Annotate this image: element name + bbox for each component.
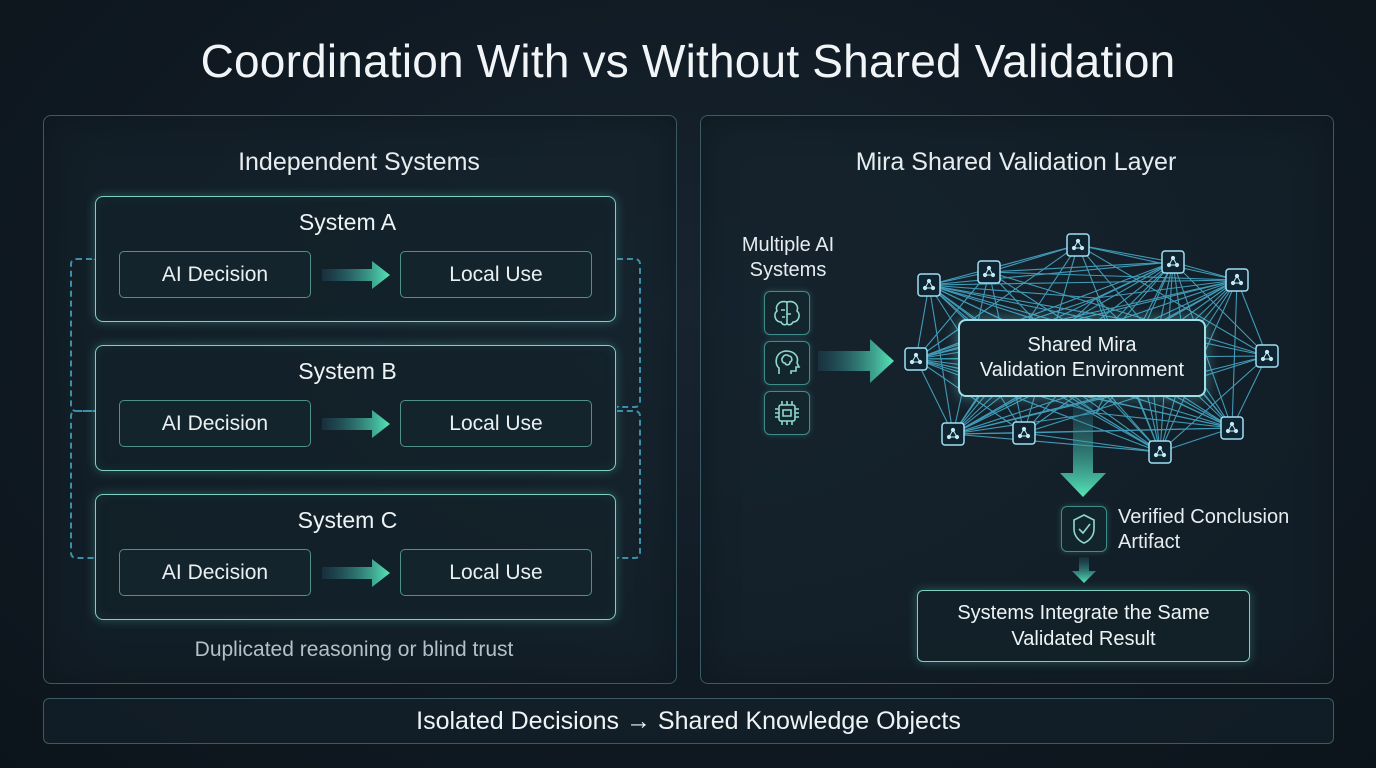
local-use-box: Local Use: [400, 251, 592, 298]
network-link: [928, 284, 1047, 324]
network-link: [988, 271, 1268, 357]
left-panel-title: Independent Systems: [238, 148, 480, 176]
verified-label-line: Verified Conclusion: [1118, 506, 1290, 528]
dashed-connector-left: [70, 410, 96, 559]
page-title: Coordination With vs Without Shared Vali…: [200, 35, 1176, 87]
network-link: [1095, 279, 1238, 299]
footer-banner: Isolated Decisions → Shared Knowledge Ob…: [43, 698, 1334, 744]
network-link: [1231, 279, 1238, 429]
local-use-box: Local Use: [400, 549, 592, 596]
network-link: [1095, 412, 1233, 429]
network-link: [928, 244, 1079, 286]
ai-decision-box: AI Decision: [119, 251, 311, 298]
network-link: [915, 358, 1161, 453]
ai-decision-box: AI Decision: [119, 549, 311, 596]
arrow-down-icon: [1060, 403, 1106, 497]
network-link: [915, 284, 930, 360]
network-link: [1172, 261, 1268, 357]
validation-network: [904, 233, 1279, 464]
network-link: [928, 284, 1147, 324]
result-label-line: Validated Result: [1011, 628, 1156, 650]
network-link: [988, 261, 1174, 273]
network-link: [915, 244, 1079, 360]
local-use-box: Local Use: [400, 400, 592, 447]
system-label: System A: [298, 209, 397, 235]
network-link: [1077, 244, 1174, 263]
arrow-right-icon: [818, 339, 894, 383]
network-node-icon: [1066, 233, 1090, 257]
arrow-right-icon: [322, 559, 390, 587]
network-link: [952, 432, 1025, 435]
network-link: [1045, 387, 1161, 453]
verified-label: Verified Conclusion Artifact: [1118, 505, 1328, 555]
system-label: System B: [298, 358, 397, 384]
brain-icon: [764, 291, 810, 335]
network-node-icon: [1225, 268, 1249, 292]
multiple-ai-label-line: Multiple AI: [741, 234, 835, 256]
network-link: [1095, 261, 1174, 299]
network-node-icon: [1148, 440, 1172, 464]
network-link: [1159, 427, 1233, 453]
network-link: [928, 284, 954, 435]
head-brain-icon: [764, 341, 810, 385]
network-link: [928, 284, 1097, 299]
ai-decision-box: AI Decision: [119, 400, 311, 447]
verified-artifact-icon: [1061, 506, 1107, 552]
arrow-right-icon: [322, 261, 390, 289]
network-node-icon: [1012, 421, 1036, 445]
shared-validation-environment: Shared Mira Validation Environment: [958, 319, 1206, 397]
verified-label-line: Artifact: [1118, 531, 1181, 553]
network-link: [928, 279, 1238, 286]
multiple-ai-label: Multiple AI Systems: [718, 233, 858, 283]
arrow-right-icon: [322, 410, 390, 438]
right-panel-title: Mira Shared Validation Layer: [855, 148, 1177, 176]
system-label: System C: [297, 507, 398, 533]
network-link: [1145, 279, 1238, 324]
arrow-down-icon: [1072, 557, 1096, 583]
network-node-icon: [904, 347, 928, 371]
env-label-line: Shared Mira: [1027, 334, 1137, 356]
network-node-icon: [1220, 416, 1244, 440]
dashed-connector-right: [617, 410, 641, 559]
env-label-line: Validation Environment: [979, 359, 1185, 381]
network-link: [915, 271, 990, 360]
network-node-icon: [1255, 344, 1279, 368]
network-node-icon: [917, 273, 941, 297]
integrated-result-box: Systems Integrate the Same Validated Res…: [917, 590, 1250, 662]
network-link: [1236, 279, 1268, 357]
network-node-icon: [977, 260, 1001, 284]
multiple-ai-label-line: Systems: [749, 259, 827, 281]
dashed-connector-left: [70, 258, 96, 412]
network-link: [988, 271, 1238, 281]
chip-icon: [764, 391, 810, 435]
dashed-connector-right: [617, 258, 641, 408]
network-link: [952, 433, 1161, 453]
network-node-icon: [1161, 250, 1185, 274]
network-link: [915, 358, 954, 435]
left-panel-caption: Duplicated reasoning or blind trust: [194, 638, 514, 661]
network-link: [1159, 355, 1268, 453]
result-label-line: Systems Integrate the Same: [957, 602, 1210, 624]
network-node-icon: [941, 422, 965, 446]
network-link: [1231, 355, 1268, 429]
